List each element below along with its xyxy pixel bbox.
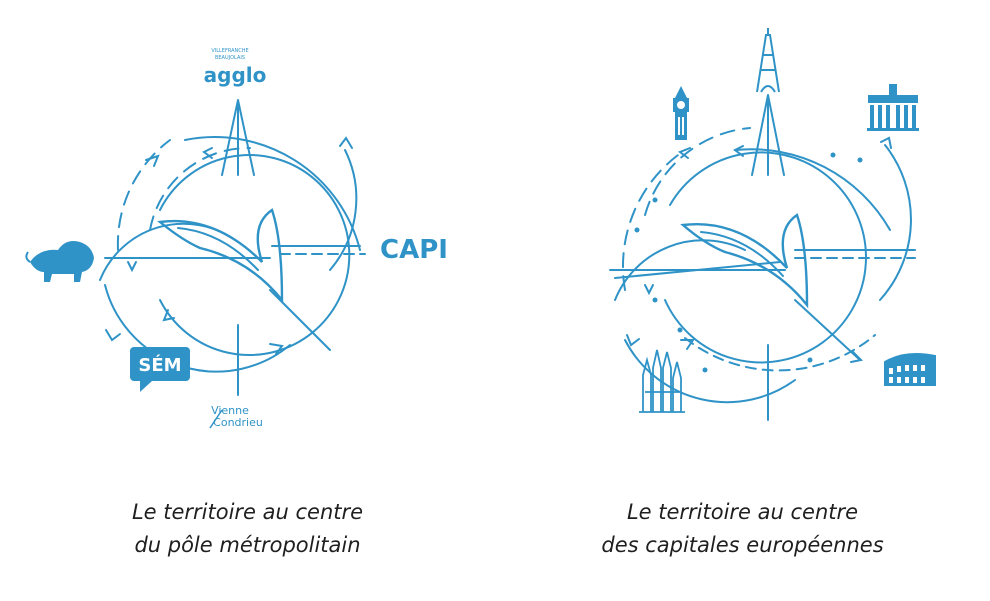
arrow-head (644, 284, 654, 296)
arrow-head (339, 136, 353, 149)
eiffel-tower-icon (756, 28, 780, 93)
arrow-head (680, 339, 695, 350)
axis-diagonal (794, 299, 861, 361)
orbit-arc-top (734, 148, 891, 231)
orbit-arc-top (184, 136, 361, 251)
arrow-head (105, 329, 121, 342)
left-caption-line1: Le territoire au centre (131, 500, 364, 524)
sem-badge: SÉM (130, 347, 190, 392)
agglo-small-2: BEAUJOLAIS (215, 55, 245, 61)
big-ben-icon (673, 86, 689, 140)
central-sail (157, 208, 284, 304)
sem-label: SÉM (138, 354, 181, 376)
axis-diagonal (269, 289, 331, 351)
arrow-head (202, 147, 213, 159)
agglo-logo: VILLEFRANCHE BEAUJOLAIS agglo (204, 48, 267, 87)
orbit-arc-right (879, 144, 912, 301)
arrow-head (880, 136, 892, 149)
sail-line (177, 227, 259, 271)
left-caption-line2: du pôle métropolitain (134, 533, 361, 557)
orbit-dots (634, 152, 863, 373)
agglo-small-1: VILLEFRANCHE (211, 48, 248, 54)
panel-capitals: Le territoire au centre des capitales eu… (495, 0, 990, 601)
orbit-arc-left (614, 239, 746, 301)
right-caption: Le territoire au centre des capitales eu… (495, 496, 990, 562)
vienne-condrieu-logo: Vienne Condrieu (209, 404, 263, 429)
arrow-head (677, 147, 691, 159)
vienne-label: Vienne (211, 404, 249, 417)
arrow-head (626, 334, 640, 347)
capi-label: CAPI (380, 235, 448, 265)
panel-metropolitan: VILLEFRANCHE BEAUJOLAIS agglo CAPI SÉM V… (0, 48, 495, 562)
sagrada-familia-icon (639, 349, 685, 413)
arrow-head (145, 154, 160, 167)
agglo-word: agglo (204, 63, 267, 87)
colosseum-icon (884, 353, 936, 386)
capitals-diagram (609, 28, 936, 421)
left-caption: Le territoire au centre du pôle métropol… (0, 496, 495, 562)
arrow-head (127, 261, 137, 273)
orbit-arc (664, 151, 867, 364)
arrow-head (850, 351, 864, 363)
orbit-arc-right (329, 149, 358, 271)
lion-icon (25, 241, 94, 282)
dashed-arc-bottom (684, 334, 876, 372)
tower-lines (751, 94, 785, 176)
arrow-head (733, 145, 744, 157)
dashed-arc (149, 146, 251, 231)
right-caption-line1: Le territoire au centre (626, 500, 859, 524)
arrow-head (162, 309, 175, 322)
brandenburg-gate-icon (867, 84, 919, 131)
axis-west-2 (614, 261, 781, 279)
metropolitan-diagram: VILLEFRANCHE BEAUJOLAIS agglo CAPI SÉM V… (25, 48, 448, 429)
sail-line (700, 231, 784, 277)
tower-lines (221, 99, 255, 176)
central-sail (680, 213, 809, 309)
right-caption-line2: des capitales européennes (601, 533, 884, 557)
condrieu-label: Condrieu (213, 416, 263, 429)
orbit-arc-bottom (624, 339, 796, 404)
dashed-arc-outer (622, 149, 686, 291)
arrow-head (269, 343, 284, 355)
